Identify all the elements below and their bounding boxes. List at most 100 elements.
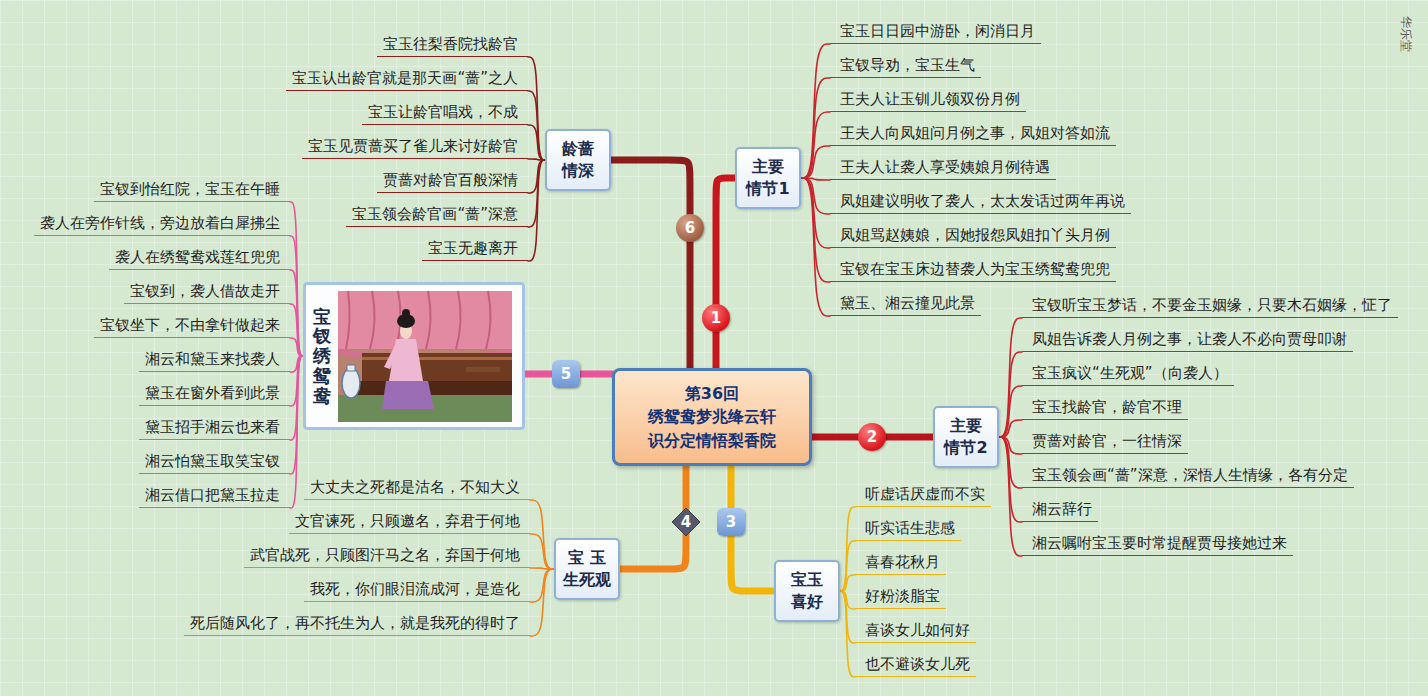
- leaf-topic: 贾蔷对龄官，一往情深: [1022, 429, 1188, 455]
- leaf-topic: 袭人在旁作针线，旁边放着白犀拂尘: [34, 211, 290, 237]
- leaf-line: [801, 178, 830, 214]
- topic-text: 王夫人向凤姐问月例之事，凤姐对答如流: [840, 124, 1110, 144]
- leaf-topic: 听实话生悲感: [855, 516, 961, 542]
- topic-text: 王夫人让玉钏儿领双份月例: [840, 90, 1020, 110]
- topic-text: 宝玉 喜好: [782, 569, 832, 612]
- leaf-topic: 文官谏死，只顾邀名，弃君于何地: [289, 509, 530, 535]
- bed-platform: [356, 381, 512, 395]
- leaf-line: [530, 569, 554, 602]
- leaf-line: [290, 202, 303, 356]
- number-badge: 6: [676, 214, 704, 242]
- number-badge: 3: [717, 508, 745, 536]
- leaf-topic: 贾蔷对龄官百般深情: [377, 168, 528, 194]
- topic-text: 湘云嘱咐宝玉要时常提醒贾母接她过来: [1032, 534, 1287, 554]
- topic-text: 好粉淡脂宝: [865, 587, 940, 607]
- number-badge: 2: [858, 423, 886, 451]
- leaf-topic: 袭人在绣鸳鸯戏莲红兜兜: [109, 245, 290, 271]
- branch-topic: 主要 情节2: [933, 406, 999, 467]
- branch-topic: 宝玉 喜好: [774, 560, 840, 621]
- leaf-topic: 喜谈女儿如何好: [855, 618, 976, 644]
- topic-text: 袭人在旁作针线，旁边放着白犀拂尘: [40, 214, 280, 234]
- leaf-topic: 宝钗到，袭人借故走开: [124, 279, 290, 305]
- callout-number: 3: [726, 513, 736, 531]
- photo-scene: [338, 291, 512, 422]
- vase-neck: [347, 365, 355, 371]
- leaf-line: [801, 146, 830, 178]
- leaf-topic: 宝玉疯议“生死观”（向袭人）: [1022, 361, 1234, 387]
- leaf-line: [528, 125, 545, 160]
- bed-back: [362, 353, 512, 383]
- leaf-topic: 湘云嘱咐宝玉要时常提醒贾母接她过来: [1022, 531, 1293, 557]
- topic-text: 宝玉往梨香院找龄官: [383, 35, 518, 55]
- topic-text: 大丈夫之死都是沽名，不知大义: [310, 478, 520, 498]
- leaf-topic: 凤姐建议明收了袭人，太太发话过两年再说: [830, 189, 1131, 215]
- leaf-topic: 宝钗导劝，宝玉生气: [830, 53, 981, 79]
- topic-text: 宝钗到，袭人借故走开: [130, 282, 280, 302]
- topic-text: 宝玉找龄官，龄官不理: [1032, 398, 1182, 418]
- leaf-topic: 宝玉往梨香院找龄官: [377, 32, 528, 58]
- topic-text: 宝玉让龄官唱戏，不成: [368, 103, 518, 123]
- leaf-topic: 黛玉在窗外看到此景: [139, 381, 290, 407]
- leaf-topic: 王夫人让玉钏儿领双份月例: [830, 87, 1026, 113]
- leaf-line: [840, 575, 855, 591]
- leaf-topic: 听虚话厌虚而不实: [855, 482, 991, 508]
- topic-text: 死后随风化了，再不托生为人，就是我死的得时了: [190, 614, 520, 634]
- leaf-line: [290, 356, 303, 508]
- topic-text: 武官战死，只顾图汗马之名，弃国于何地: [250, 546, 520, 566]
- topic-text: 宝钗坐下，不由拿针做起来: [100, 316, 280, 336]
- branch-line: [611, 160, 690, 368]
- leaf-line: [999, 420, 1022, 437]
- illustration-photo: [303, 282, 525, 430]
- figure-arm: [384, 343, 400, 369]
- figure-skirt: [382, 381, 434, 409]
- topic-text: 湘云辞行: [1032, 500, 1092, 520]
- leaf-topic: 王夫人向凤姐问月例之事，凤姐对答如流: [830, 121, 1116, 147]
- leaf-topic: 宝玉见贾蔷买了雀儿来讨好龄官: [302, 134, 528, 160]
- leaf-topic: 喜春花秋月: [855, 550, 946, 576]
- leaf-line: [530, 534, 554, 569]
- topic-text: 宝钗听宝玉梦话，不要金玉姻缘，只要木石姻缘，怔了: [1032, 296, 1392, 316]
- diamond-outline: [672, 508, 700, 536]
- leaf-topic: 宝玉认出龄官就是那天画“蔷”之人: [286, 66, 528, 92]
- topic-text: 宝 玉 生死观: [562, 547, 612, 590]
- topic-text: 宝玉无趣离开: [428, 239, 518, 259]
- leaf-topic: 我死，你们眼泪流成河，是造化: [304, 577, 530, 603]
- callout-number: 5: [561, 365, 571, 383]
- curtain-folds: [346, 291, 491, 349]
- topic-text: 袭人在绣鸳鸯戏莲红兜兜: [115, 248, 280, 268]
- leaf-line: [528, 160, 545, 261]
- topic-text: 湘云和黛玉来找袭人: [145, 350, 280, 370]
- leaf-line: [530, 569, 554, 636]
- leaf-topic: 宝玉让龄官唱戏，不成: [362, 100, 528, 126]
- leaf-topic: 黛玉招手湘云也来看: [139, 415, 290, 441]
- box-ground: [303, 282, 525, 430]
- branch-topic: 宝钗绣鸳鸯: [303, 282, 525, 430]
- leaf-topic: 黛玉、湘云撞见此景: [830, 291, 981, 317]
- leaf-line: [999, 437, 1022, 556]
- topic-text: 宝钗到怡红院，宝玉在午睡: [100, 180, 280, 200]
- topic-text: 宝玉见贾蔷买了雀儿来讨好龄官: [308, 137, 518, 157]
- watermark: 华乐堂: [1397, 16, 1414, 52]
- branch-line: [716, 178, 735, 368]
- wall: [338, 291, 512, 422]
- leaf-line: [528, 160, 545, 193]
- leaf-topic: 湘云借口把黛玉拉走: [139, 483, 290, 509]
- leaf-line: [999, 386, 1022, 437]
- leaf-line: [999, 352, 1022, 437]
- topic-text: 主要 情节1: [743, 156, 793, 199]
- topic-text: 宝玉认出龄官就是那天画“蔷”之人: [292, 69, 518, 89]
- leaf-topic: 湘云怕黛玉取笑宝钗: [139, 449, 290, 475]
- leaf-topic: 湘云辞行: [1022, 497, 1098, 523]
- leaf-line: [840, 541, 855, 591]
- leaf-line: [840, 591, 855, 609]
- topic-text: 凤姐告诉袭人月例之事，让袭人不必向贾母叩谢: [1032, 330, 1347, 350]
- topic-text: 我死，你们眼泪流成河，是造化: [310, 580, 520, 600]
- leaf-topic: 好粉淡脂宝: [855, 584, 946, 610]
- leaf-line: [840, 591, 855, 677]
- leaf-line: [530, 500, 554, 569]
- leaf-topic: 大丈夫之死都是沽名，不知大义: [304, 475, 530, 501]
- topic-text: 宝钗在宝玉床边替袭人为宝玉绣鸳鸯兜兜: [840, 260, 1110, 280]
- topic-text: 湘云借口把黛玉拉走: [145, 486, 280, 506]
- leaf-topic: 死后随风化了，再不托生为人，就是我死的得时了: [184, 611, 530, 637]
